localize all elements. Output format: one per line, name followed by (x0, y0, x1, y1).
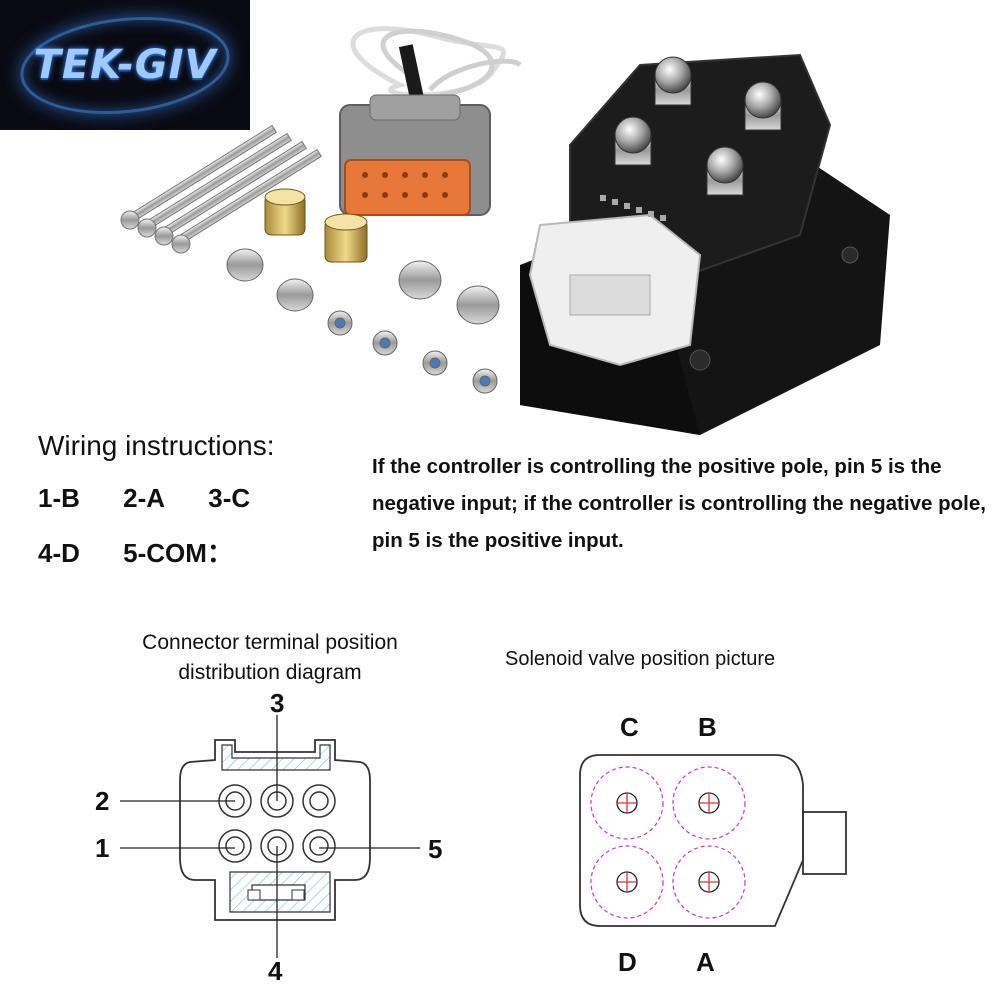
valve-diagram-title: Solenoid valve position picture (505, 648, 776, 670)
pin-label-4: 4 (268, 956, 283, 986)
pin-label-1: 1 (95, 833, 109, 863)
valve-body-outline (579, 754, 804, 927)
plugs-and-nuts (226, 248, 500, 394)
valve-zone-a (672, 845, 746, 919)
cable-tie (398, 44, 426, 106)
mapping-2-a: 2-A (123, 483, 166, 513)
pin-label-5: 5 (428, 834, 442, 864)
mapping-1-b: 1-B (38, 483, 80, 513)
mapping-4-d: 4-D (38, 538, 80, 568)
valve-label-b: B (698, 712, 717, 742)
valve-label-d: D (618, 947, 637, 977)
mapping-5-com: 5-COM： (123, 538, 233, 568)
diagrams: 1 2 3 4 5 C B D A (95, 688, 847, 986)
connector-latch-top (221, 744, 331, 771)
pin-hole-1 (218, 829, 252, 863)
valve-label-c: C (620, 712, 639, 742)
brass-fittings (264, 188, 368, 263)
valve-plug-outline (802, 811, 847, 875)
wiring-title: Wiring instructions: (38, 430, 275, 461)
logo-text: TEK-GIV (33, 42, 217, 88)
wiring-row-2: 4-D 5-COM： (38, 533, 269, 570)
connector-housing (179, 739, 371, 921)
pin-label-3: 3 (270, 688, 284, 718)
connector-latch-bottom (229, 871, 331, 913)
mapping-3-c: 3-C (208, 483, 251, 513)
connector-diagram-title: Connector terminal position distribution… (100, 628, 440, 688)
pin-hole-5 (302, 829, 336, 863)
brand-logo: TEK-GIV (0, 0, 250, 130)
connector-title-line-2: distribution diagram (178, 661, 362, 684)
product-photo (120, 26, 890, 435)
valve-block (520, 53, 890, 435)
valve-label-a: A (696, 947, 715, 977)
wiring-row-1: 1-B 2-A 3-C (38, 483, 286, 514)
connector-diagram: 1 2 3 4 5 (95, 688, 442, 986)
valve-zone-c (590, 766, 664, 840)
pin-label-2: 2 (95, 786, 109, 816)
wiring-note: If the controller is controlling the pos… (372, 455, 986, 552)
valve-diagram: C B D A (579, 712, 847, 977)
deutsch-connector (339, 94, 491, 216)
valve-zone-d (590, 845, 664, 919)
valve-zone-b (672, 766, 746, 840)
connector-title-line-1: Connector terminal position (142, 631, 398, 654)
pin-hole-6 (302, 784, 336, 818)
bolts (120, 124, 322, 254)
